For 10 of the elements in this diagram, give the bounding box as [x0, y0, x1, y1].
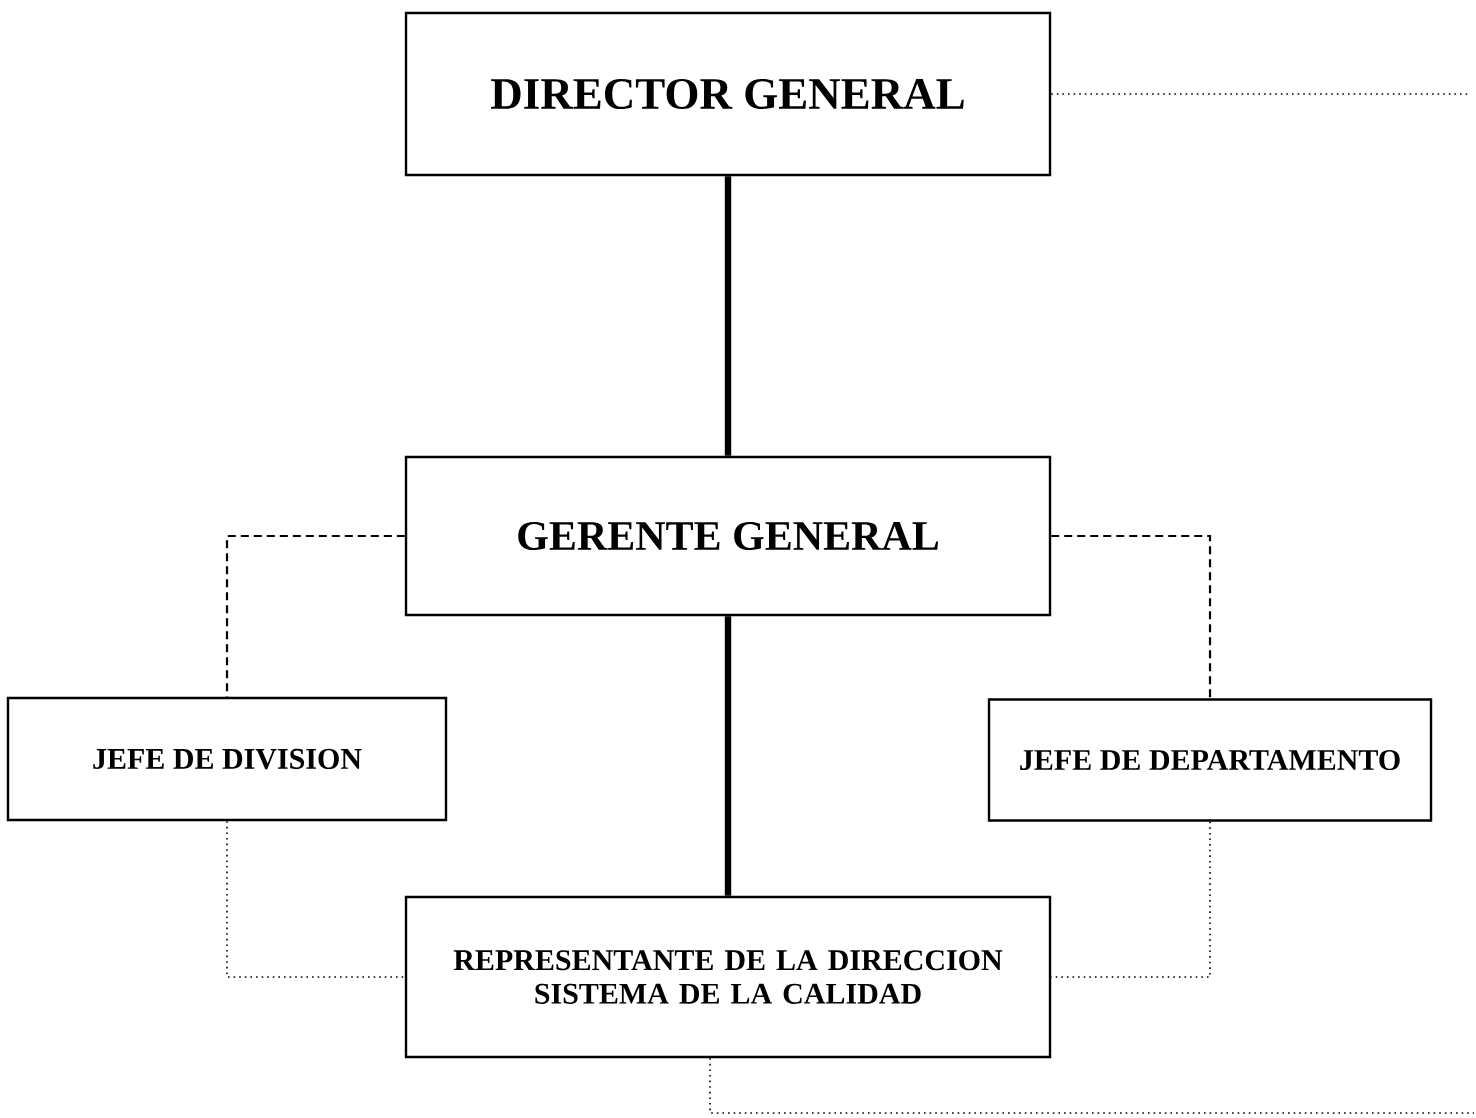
connector-line [1051, 534, 1212, 699]
connector-line [1050, 820, 1211, 978]
org-box: GERENTE GENERAL [404, 455, 1052, 617]
org-box: DIRECTOR GENERAL [404, 11, 1052, 177]
connector-line [709, 1057, 1475, 1114]
org-box: JEFE DE DEPARTAMENTO [987, 698, 1433, 822]
org-box: JEFE DE DIVISION [6, 696, 448, 822]
org-box: REPRESENTANTE DE LA DIRECCION SISTEMA DE LA CALIDAD [404, 895, 1052, 1059]
connector-line [226, 820, 406, 978]
connector-line [225, 534, 405, 697]
